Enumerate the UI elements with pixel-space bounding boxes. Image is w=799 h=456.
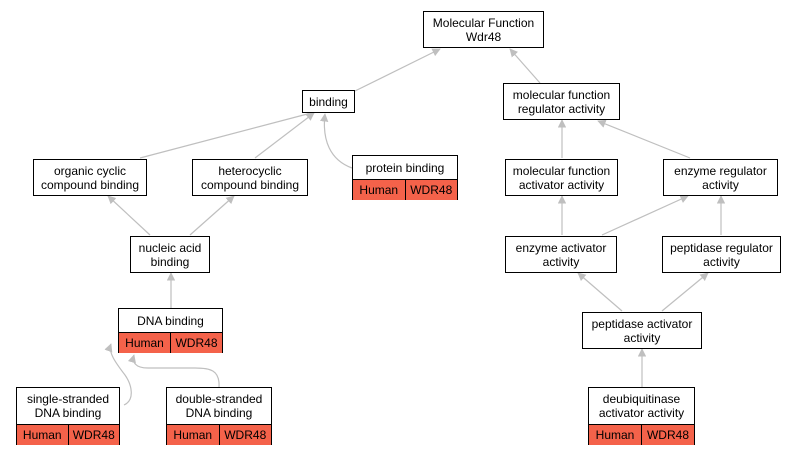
edge-nab-to-ocb <box>107 195 151 236</box>
edge-era-to-mfra <box>597 119 691 159</box>
edge-mfra-to-mf <box>509 48 541 84</box>
node-label-line: organic cyclic <box>53 163 127 178</box>
edge-nab-to-hcb <box>189 195 235 236</box>
edge-hcb-to-binding <box>254 112 315 159</box>
node-label-line: nucleic acid <box>138 240 202 255</box>
node-label-line: binding <box>150 254 190 269</box>
node-label-line: Wdr48 <box>465 29 502 44</box>
edge-paa-to-pra <box>661 272 709 312</box>
node-label-line: single-stranded <box>26 392 110 406</box>
annotation-gene: WDR48 <box>641 425 694 445</box>
node-label-line: activity <box>623 330 661 345</box>
annotation-gene: WDR48 <box>404 180 457 200</box>
node-label-line: DNA binding <box>137 313 204 328</box>
node-label-line: compound binding <box>40 177 140 192</box>
edge-pb-to-binding <box>319 113 353 169</box>
node-label-line: activity <box>703 254 740 269</box>
node-label-line: heterocyclic <box>218 163 282 178</box>
node-label-line: DNA binding <box>34 406 102 420</box>
edge-dsdb-to-dnab <box>127 354 220 388</box>
node-label-line: activator activity <box>598 406 685 420</box>
edge-ssdb-to-dnab <box>104 343 132 406</box>
node-label-line: DNA binding <box>185 406 253 420</box>
node-label-line: protein binding <box>365 160 445 175</box>
node-label-line: double-stranded <box>175 392 263 406</box>
node-label-line: enzyme activator <box>515 240 607 255</box>
node-label-line: enzyme regulator <box>674 163 767 178</box>
node-label-line: activator activity <box>518 177 605 192</box>
node-label-line: binding <box>309 94 348 109</box>
annotation-species: Human <box>17 425 68 445</box>
node-label-line: peptidase regulator <box>670 240 773 255</box>
node-binding[interactable]: binding <box>302 90 355 113</box>
node-label-line: compound binding <box>200 177 300 192</box>
annotation-species: Human <box>353 180 405 200</box>
annotation-species: Human <box>167 425 219 445</box>
node-label-line: peptidase activator <box>591 316 693 331</box>
edge-ocb-to-binding <box>139 109 316 159</box>
node-label-line: deubiquitinase <box>602 392 681 406</box>
annotation-species: Human <box>119 333 170 353</box>
edge-eaa-to-era <box>601 195 689 236</box>
node-label-line: regulator activity <box>517 101 606 116</box>
node-label-line: Molecular Function <box>432 15 535 30</box>
node-label-line: activity <box>702 177 739 192</box>
annotation-gene: WDR48 <box>218 425 271 445</box>
node-label-line: activity <box>542 254 580 269</box>
annotation-gene: WDR48 <box>67 425 119 445</box>
node-label-line: molecular function <box>512 87 611 102</box>
edge-paa-to-eaa <box>577 272 623 312</box>
annotation-species: Human <box>589 425 641 445</box>
annotation-gene: WDR48 <box>170 333 222 353</box>
edge-binding-to-mf <box>354 48 441 92</box>
node-label-line: molecular function <box>512 163 611 178</box>
